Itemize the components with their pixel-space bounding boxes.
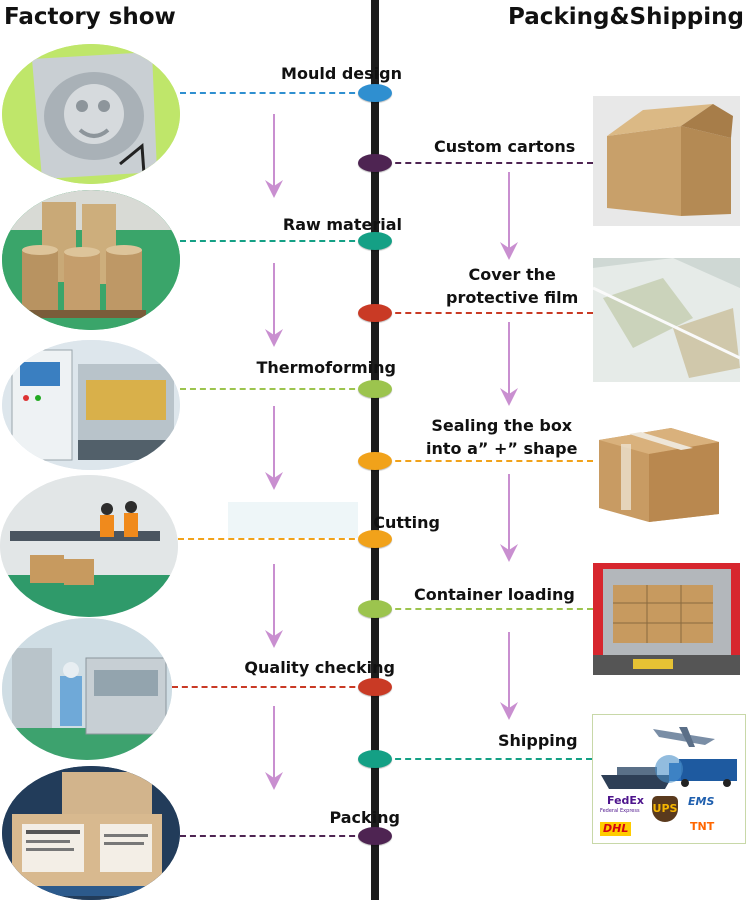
- label-packing: Packing: [329, 808, 400, 827]
- label-raw-material: Raw material: [282, 215, 402, 234]
- connector-sealing-the-box-into-a-shape: [375, 460, 593, 462]
- factory-arrow-4: [265, 564, 283, 648]
- fedex-logo: FedEx: [607, 794, 645, 807]
- node-container-loading: [358, 600, 392, 618]
- sealed-box-photo: [593, 410, 725, 526]
- mould-photo: [2, 44, 180, 184]
- connector-shipping: [375, 758, 592, 760]
- connector-cover-the-protective-film: [375, 312, 593, 314]
- node-cutting: [358, 530, 392, 548]
- factory-show-heading: Factory show: [4, 4, 176, 30]
- connector-mould-design: [180, 92, 375, 94]
- connector-cutting: [178, 538, 375, 540]
- connector-container-loading: [375, 608, 593, 610]
- node-sealing-the-box-into-a-shape: [358, 452, 392, 470]
- node-raw-material: [358, 232, 392, 250]
- label-custom-cartons: Custom cartons: [434, 137, 576, 156]
- quality-check-photo: [2, 618, 172, 760]
- label-sealing-the-box-into-a-shape: Sealing the box into a” +” shape: [426, 416, 578, 458]
- connector-quality-checking: [172, 686, 375, 688]
- node-thermoforming: [358, 380, 392, 398]
- ups-logo: UPS: [652, 796, 678, 822]
- node-shipping: [358, 750, 392, 768]
- label-quality-checking: Quality checking: [244, 658, 395, 677]
- carton-box-photo: [593, 96, 740, 226]
- container-truck-photo: [593, 563, 740, 675]
- factory-arrow-3: [265, 406, 283, 490]
- connector-thermoforming: [180, 388, 375, 390]
- label-thermoforming: Thermoforming: [256, 358, 396, 377]
- node-mould-design: [358, 84, 392, 102]
- timeline-spine: [371, 0, 379, 900]
- cutting-label-backdrop: [228, 502, 358, 538]
- connector-raw-material: [180, 240, 375, 242]
- node-custom-cartons: [358, 154, 392, 172]
- film-rolls-photo: [2, 190, 180, 330]
- node-packing: [358, 827, 392, 845]
- ems-logo: EMS: [688, 795, 715, 808]
- connector-packing: [180, 835, 375, 837]
- factory-arrow-2: [265, 263, 283, 347]
- label-cover-the-protective-film: Cover the protective film: [446, 265, 579, 307]
- cutting-workshop-photo: [0, 475, 178, 617]
- label-mould-design: Mould design: [281, 64, 402, 83]
- tnt-logo: TNT: [690, 820, 715, 833]
- shipping-arrow-3: [500, 474, 518, 562]
- factory-arrow-5: [265, 706, 283, 790]
- protective-film-photo: [593, 258, 740, 382]
- shipping-carriers-photo: [592, 714, 746, 844]
- federal-express-text: Federal Express: [600, 808, 640, 814]
- factory-arrow-1: [265, 114, 283, 198]
- connector-custom-cartons: [375, 162, 593, 164]
- label-shipping: Shipping: [498, 731, 578, 750]
- thermoforming-machine-photo: [2, 340, 180, 470]
- shipping-arrow-1: [500, 172, 518, 260]
- packed-carton-photo: [2, 766, 180, 900]
- label-container-loading: Container loading: [414, 585, 575, 604]
- node-quality-checking: [358, 678, 392, 696]
- shipping-arrow-2: [500, 322, 518, 406]
- dhl-logo: DHL: [600, 822, 632, 836]
- label-cutting: Cutting: [373, 513, 440, 532]
- shipping-arrow-4: [500, 632, 518, 720]
- node-cover-the-protective-film: [358, 304, 392, 322]
- packing-shipping-heading: Packing&Shipping: [508, 4, 744, 30]
